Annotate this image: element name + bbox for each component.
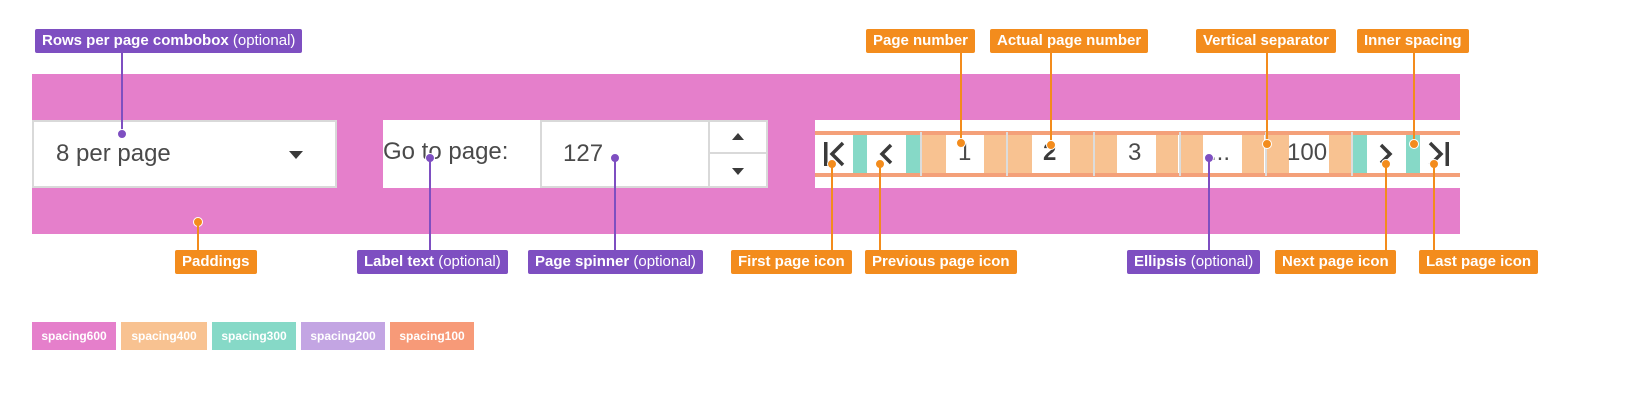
rows-per-page-combobox[interactable]: 8 per page <box>32 120 337 188</box>
vertical-separator <box>1265 132 1267 176</box>
legend-spacing200: spacing200 <box>301 322 385 350</box>
legend-spacing400: spacing400 <box>121 322 207 350</box>
page-padding-segment <box>1181 135 1203 173</box>
callout-ellipsis: Ellipsis (optional) <box>1127 250 1261 274</box>
inner-spacing-segment <box>906 135 920 173</box>
page-spinner[interactable]: 127 <box>540 120 768 188</box>
callout-dot <box>1046 140 1056 150</box>
callout-dot <box>1262 139 1272 149</box>
callout-line <box>1413 53 1415 144</box>
callout-line <box>1433 164 1435 250</box>
vertical-separator <box>1093 132 1095 176</box>
callout-line <box>831 164 833 250</box>
padding-bottom-band <box>32 188 1460 234</box>
pagination-bottom-border <box>815 173 1460 177</box>
padding-gap-right <box>767 120 815 188</box>
callout-line <box>879 164 881 250</box>
vertical-separator <box>1351 132 1353 176</box>
inner-spacing-segment <box>853 135 867 173</box>
first-page-icon[interactable] <box>822 141 846 167</box>
pagination-top-border <box>815 131 1460 135</box>
page-number-3[interactable]: 3 <box>1128 139 1142 166</box>
spinner-divider-horizontal <box>710 152 766 154</box>
page-padding-segment <box>1156 135 1178 173</box>
page-padding-segment <box>1095 135 1117 173</box>
spinner-divider <box>708 122 710 186</box>
legend-spacing600: spacing600 <box>32 322 116 350</box>
vertical-separator <box>1179 132 1181 176</box>
padding-top-band <box>32 74 1460 120</box>
callout-paddings: Paddings <box>175 250 257 274</box>
callout-dot <box>1409 139 1419 149</box>
go-to-page-label: Go to page: <box>383 138 509 165</box>
label-area <box>383 120 541 188</box>
vertical-separator <box>920 132 922 176</box>
callout-first-page-icon: First page icon <box>731 250 852 274</box>
callout-vertical-separator: Vertical separator <box>1196 29 1336 53</box>
callout-line <box>614 158 616 250</box>
page-padding-segment <box>984 135 1006 173</box>
callout-line <box>1385 164 1387 250</box>
page-padding-segment <box>1329 135 1351 173</box>
legend-spacing100: spacing100 <box>390 322 474 350</box>
legend-spacing300: spacing300 <box>212 322 296 350</box>
inner-spacing-segment <box>1353 135 1367 173</box>
rows-per-page-value: 8 per page <box>56 140 171 167</box>
padding-gap-left <box>336 120 383 188</box>
callout-line <box>197 222 199 250</box>
page-spinner-value: 127 <box>563 140 604 167</box>
callout-dot <box>956 138 966 148</box>
page-padding-segment <box>1008 135 1032 173</box>
callout-line <box>960 53 962 143</box>
callout-next-page-icon: Next page icon <box>1275 250 1396 274</box>
callout-line <box>429 158 431 250</box>
vertical-separator <box>1006 132 1008 176</box>
callout-line <box>1208 158 1210 250</box>
page-padding-segment <box>1267 135 1289 173</box>
callout-page-number: Page number <box>866 29 976 53</box>
callout-line <box>1266 53 1268 144</box>
callout-actual-page-number: Actual page number <box>990 29 1149 53</box>
callout-label-text: Label text (optional) <box>357 250 508 274</box>
callout-inner-spacing: Inner spacing <box>1357 29 1469 53</box>
callout-last-page-icon: Last page icon <box>1419 250 1539 274</box>
previous-page-icon[interactable] <box>876 143 896 165</box>
spinner-up-icon[interactable] <box>731 132 745 141</box>
callout-line <box>121 53 123 134</box>
callout-previous-page-icon: Previous page icon <box>865 250 1017 274</box>
callout-dot <box>117 129 127 139</box>
ellipsis: ... <box>1210 139 1231 166</box>
callout-line <box>1050 53 1052 145</box>
page-padding-segment <box>1242 135 1264 173</box>
dropdown-arrow-icon[interactable] <box>288 150 304 160</box>
page-padding-segment <box>1070 135 1093 173</box>
callout-page-spinner: Page spinner (optional) <box>528 250 703 274</box>
page-padding-segment <box>922 135 946 173</box>
callout-rows-per-page: Rows per page combobox (optional) <box>35 29 303 53</box>
page-number-last[interactable]: 100 <box>1287 139 1328 166</box>
spinner-down-icon[interactable] <box>731 167 745 176</box>
